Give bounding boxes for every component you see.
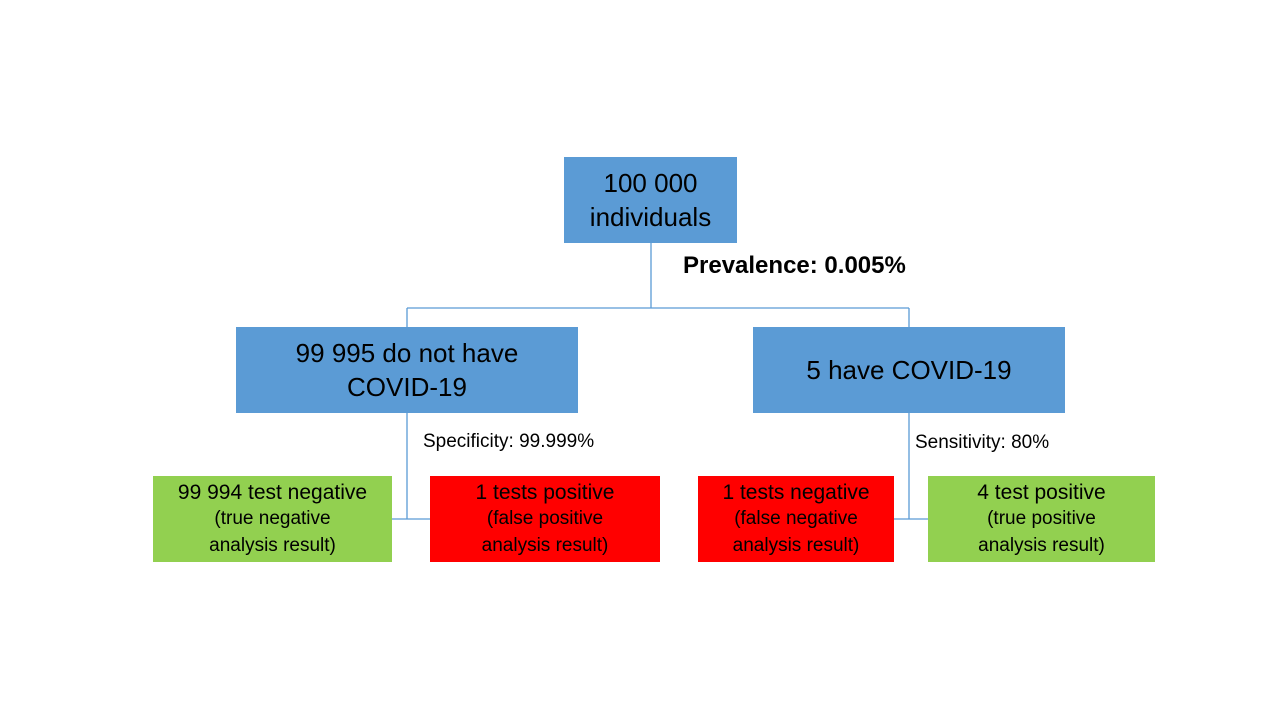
- false-positive-sub1: (false positive: [486, 507, 604, 529]
- true-negative-box: 99 994 test negative (true negative anal…: [153, 476, 392, 562]
- sensitivity-label: Sensitivity: 80%: [915, 432, 1050, 453]
- false-positive-sub2: analysis result): [481, 534, 609, 556]
- true-positive-head: 4 test positive: [977, 480, 1106, 504]
- root-node: 100 000 individuals: [564, 157, 737, 243]
- no-covid-line2: COVID-19: [347, 372, 467, 402]
- no-covid-node: 99 995 do not have COVID-19: [236, 327, 578, 413]
- true-negative-sub1: (true negative: [214, 507, 331, 529]
- root-line2: individuals: [589, 202, 712, 232]
- true-positive-sub1: (true positive: [987, 507, 1096, 529]
- false-negative-head: 1 tests negative: [722, 480, 870, 504]
- no-covid-line1: 99 995 do not have: [295, 338, 519, 368]
- covid-node: 5 have COVID-19: [753, 327, 1065, 413]
- true-positive-box: 4 test positive (true positive analysis …: [928, 476, 1155, 562]
- false-negative-box: 1 tests negative (false negative analysi…: [698, 476, 894, 562]
- true-negative-sub2: analysis result): [209, 534, 336, 556]
- true-positive-sub2: analysis result): [978, 534, 1105, 556]
- true-negative-head: 99 994 test negative: [177, 480, 368, 504]
- root-line1: 100 000: [603, 168, 698, 198]
- false-positive-box: 1 tests positive (false positive analysi…: [430, 476, 660, 562]
- covid-line1: 5 have COVID-19: [806, 355, 1012, 385]
- specificity-label: Specificity: 99.999%: [423, 431, 595, 452]
- prevalence-label: Prevalence: 0.005%: [683, 252, 906, 279]
- false-positive-head: 1 tests positive: [475, 480, 615, 504]
- false-negative-sub2: analysis result): [732, 534, 860, 556]
- false-negative-sub1: (false negative: [734, 507, 858, 529]
